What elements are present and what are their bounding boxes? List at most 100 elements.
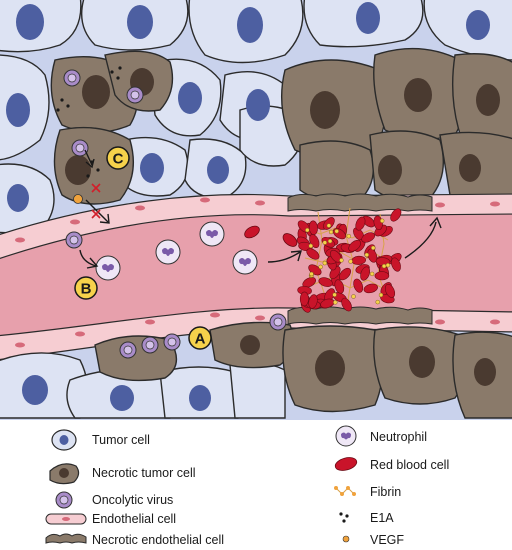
necrotic-nuclei-lower bbox=[240, 335, 496, 386]
neutrophils bbox=[95, 221, 258, 281]
neutrophil-icon bbox=[335, 425, 357, 447]
clot-red-blood-cell bbox=[367, 248, 378, 263]
clot-vegf-dot bbox=[364, 252, 369, 258]
red-blood-cell-icon bbox=[334, 457, 358, 471]
red-x-mark-2 bbox=[91, 209, 101, 219]
inhibition-marks bbox=[91, 183, 101, 219]
clot-vegf-dot bbox=[375, 299, 380, 305]
fibrin-icon bbox=[334, 486, 356, 496]
arrow-head bbox=[290, 250, 302, 262]
legend-item-tumor-cell: Tumor cell bbox=[51, 429, 150, 451]
legend-label-e1a: E1A bbox=[370, 511, 394, 525]
clot-red-blood-cell bbox=[361, 232, 376, 243]
callout-label-c: C bbox=[113, 151, 124, 168]
arrow-clot-to-endothelium bbox=[404, 221, 437, 259]
arrow-head bbox=[429, 216, 442, 229]
clot-vegf-dot bbox=[333, 300, 338, 305]
arrow-neutrophil-to-clot bbox=[267, 251, 301, 263]
arrow-head bbox=[85, 158, 95, 169]
clot-red-blood-cells bbox=[296, 208, 402, 313]
clot-vegf-dot bbox=[309, 271, 314, 277]
callout-badge-c: C bbox=[106, 146, 130, 170]
clot-vegf-dot bbox=[328, 229, 334, 235]
clot-red-blood-cell bbox=[355, 216, 366, 231]
legend-item-red-blood-cell: Red blood cell bbox=[334, 457, 449, 472]
clot-vegf-dot bbox=[378, 292, 384, 298]
red-blood-cell-single bbox=[244, 225, 260, 239]
clot-red-blood-cell bbox=[391, 257, 401, 272]
legend-item-neutrophil: Neutrophil bbox=[335, 425, 427, 447]
vegf-molecule bbox=[73, 194, 83, 204]
tumor-microenvironment-diagram: C B A bbox=[0, 0, 512, 420]
callout-badge-a: A bbox=[188, 326, 212, 350]
arrow-head bbox=[99, 213, 110, 224]
arrows bbox=[79, 149, 442, 269]
clot-vegf-dot bbox=[322, 260, 327, 266]
callout-label-b: B bbox=[81, 281, 92, 298]
clot-vegf bbox=[305, 218, 391, 305]
clot-vegf-dot bbox=[380, 218, 385, 224]
legend-label-necrotic-tumor-cell: Necrotic tumor cell bbox=[92, 466, 196, 480]
clot-vegf-dot bbox=[385, 263, 391, 268]
arrow-vegf-blocked bbox=[85, 199, 109, 223]
blood-clot bbox=[296, 207, 402, 313]
callout-label-a: A bbox=[195, 331, 206, 348]
clot-red-blood-cell bbox=[360, 266, 371, 281]
legend-label-necrotic-endothelial-cell: Necrotic endothelial cell bbox=[92, 533, 224, 547]
clot-red-blood-cell bbox=[334, 279, 345, 294]
e1a-dots-upper bbox=[56, 66, 122, 178]
clot-red-blood-cell bbox=[308, 294, 318, 309]
clot-red-blood-cell bbox=[341, 297, 352, 312]
clot-red-blood-cell bbox=[348, 239, 362, 252]
clot-red-blood-cell bbox=[318, 277, 333, 287]
clot-vegf-dot bbox=[346, 233, 351, 239]
vegf-icon bbox=[342, 535, 350, 543]
legend-item-vegf: VEGF bbox=[342, 533, 404, 547]
legend-label-red-blood-cell: Red blood cell bbox=[370, 458, 449, 472]
clot-red-blood-cell bbox=[299, 291, 309, 307]
legend-item-necrotic-endothelial-cell: Necrotic endothelial cell bbox=[45, 533, 224, 547]
arrow-head bbox=[86, 257, 99, 269]
clot-vegf-dot bbox=[322, 240, 327, 245]
legend-item-fibrin: Fibrin bbox=[334, 485, 401, 499]
clot-vegf-dot bbox=[348, 259, 353, 264]
tumor-nuclei-lower bbox=[22, 375, 211, 411]
legend-item-necrotic-tumor-cell: Necrotic tumor cell bbox=[49, 463, 196, 485]
clot-red-blood-cell bbox=[390, 208, 402, 222]
clot-vegf-dot bbox=[326, 223, 332, 228]
clot-vegf-dot bbox=[327, 238, 333, 244]
legend-item-endothelial-cell: Endothelial cell bbox=[45, 512, 176, 526]
clot-vegf-dot bbox=[308, 243, 313, 249]
legend-label-tumor-cell: Tumor cell bbox=[92, 433, 150, 447]
necrotic-tumor-cells-right bbox=[281, 47, 512, 203]
clot-red-blood-cell bbox=[339, 267, 351, 281]
legend-item-e1a: E1A bbox=[339, 511, 394, 525]
clot-vegf-dot bbox=[339, 258, 344, 263]
clot-red-blood-cell bbox=[306, 248, 320, 260]
clot-vegf-dot bbox=[318, 264, 323, 270]
clot-red-blood-cell bbox=[302, 277, 316, 288]
clot-vegf-dot bbox=[305, 227, 310, 233]
clot-vegf-dot bbox=[351, 294, 356, 299]
callout-badge-b: B bbox=[74, 276, 98, 300]
legend-label-endothelial-cell: Endothelial cell bbox=[92, 512, 176, 526]
clot-vegf-dot bbox=[332, 292, 337, 297]
clot-red-blood-cell bbox=[384, 283, 396, 298]
endothelial-nuclei bbox=[15, 197, 500, 348]
tumor-nuclei-upper bbox=[6, 2, 490, 212]
necrotic-nuclei-right bbox=[310, 78, 500, 185]
clot-vegf-dot bbox=[371, 245, 376, 251]
red-blood-cell-entering bbox=[282, 233, 298, 247]
oncolytic-virus-icon bbox=[55, 491, 73, 509]
legend-label-neutrophil: Neutrophil bbox=[370, 430, 427, 444]
arrow-virus-to-neutrophil bbox=[79, 249, 97, 267]
legend-item-oncolytic-virus: Oncolytic virus bbox=[55, 491, 173, 509]
clot-red-blood-cell bbox=[353, 278, 364, 293]
legend-label-oncolytic-virus: Oncolytic virus bbox=[92, 493, 173, 507]
red-x-mark-1 bbox=[91, 183, 101, 193]
clot-vegf-dot bbox=[381, 263, 387, 269]
oncolytic-viruses-lumen bbox=[65, 231, 83, 249]
legend-label-vegf: VEGF bbox=[370, 533, 404, 547]
necrotic-endothelial-cell-icon bbox=[45, 533, 87, 544]
clot-red-blood-cell bbox=[374, 271, 390, 281]
